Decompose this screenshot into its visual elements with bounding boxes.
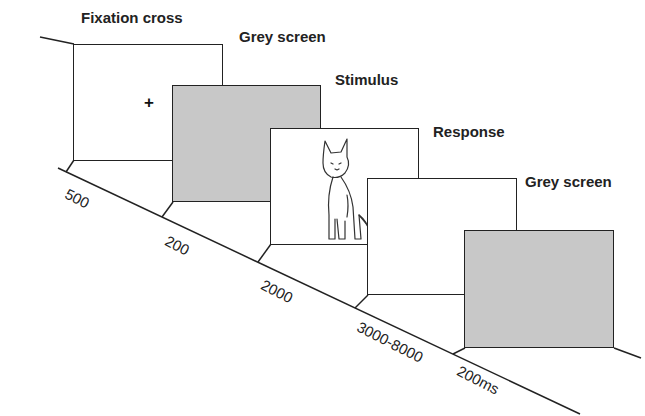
screen-heading: Grey screen	[239, 28, 326, 45]
axis-tick	[162, 202, 173, 217]
duration-label: 200	[162, 232, 192, 259]
screen-heading: Grey screen	[525, 173, 612, 190]
perspective-line	[614, 348, 641, 358]
duration-label: 500	[62, 185, 92, 212]
screen-heading: Stimulus	[335, 71, 398, 88]
perspective-line	[40, 37, 74, 44]
axis-tick	[66, 160, 74, 172]
duration-label: 2000	[258, 276, 295, 306]
screen-heading: Fixation cross	[81, 9, 183, 26]
fixation-symbol: +	[144, 93, 154, 113]
axis-tick	[355, 295, 368, 308]
axis-tick	[453, 348, 465, 354]
grey-screen: Grey screen	[464, 230, 614, 348]
axis-tick	[258, 244, 271, 262]
duration-label: 200ms	[454, 362, 502, 398]
screen-heading: Response	[433, 123, 505, 140]
